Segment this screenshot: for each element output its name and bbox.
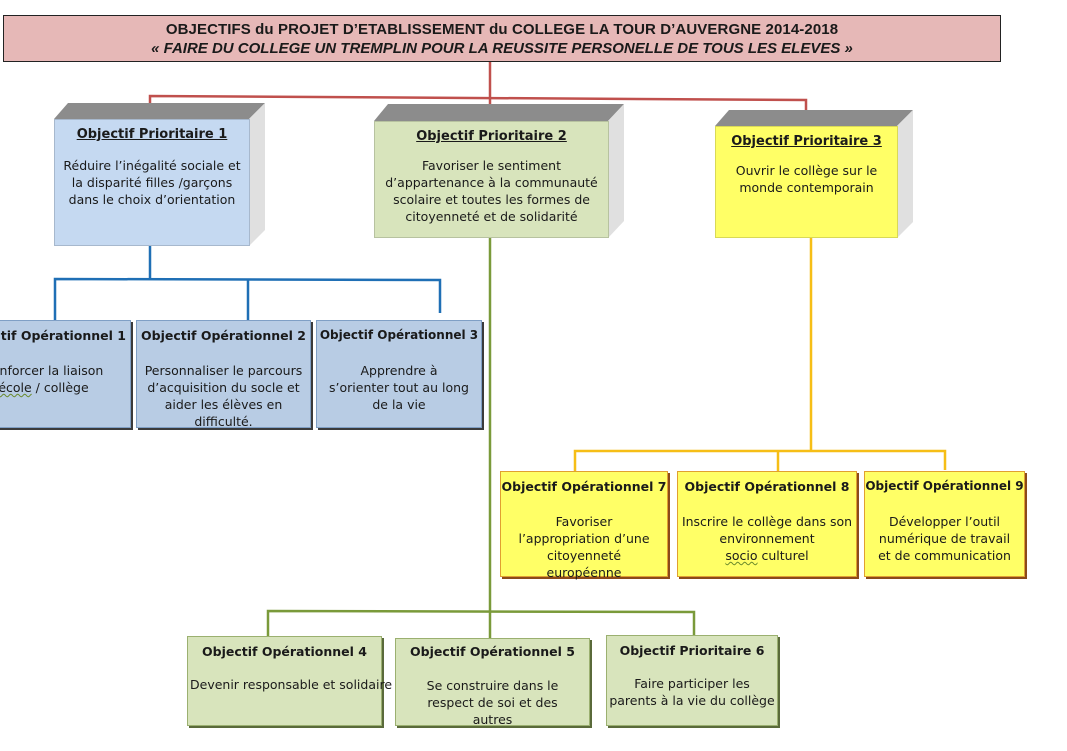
- operationnel-8-desc-line1: Inscrire le collège dans son environneme…: [681, 514, 853, 546]
- operationnel-7-desc: Favoriser l’appropriation d’une citoyenn…: [518, 514, 650, 580]
- prioritaire-6-desc: Faire participer les parents à la vie du…: [609, 676, 775, 708]
- box-3d-faces: [715, 110, 913, 238]
- objectif-operationnel-2: Objectif Opérationnel 2 Personnaliser le…: [136, 320, 311, 429]
- prioritaire-2-card: Objectif Prioritaire 2 Favoriser le sent…: [374, 121, 609, 238]
- yellow-connectors: [573, 236, 947, 471]
- objectif-operationnel-8: Objectif Opérationnel 8 Inscrire le coll…: [677, 471, 857, 577]
- objectif-operationnel-3: Objectif Opérationnel 3 Apprendre à s’or…: [316, 320, 482, 428]
- blue-connectors: [53, 246, 442, 320]
- operationnel-3-title: Objectif Opérationnel 3: [319, 328, 479, 342]
- connector-green-bar: [266, 609, 696, 636]
- prioritaire-1-card: Objectif Prioritaire 1 Réduire l’inégali…: [54, 119, 250, 246]
- diagram-header: OBJECTIFS du PROJET D’ETABLISSEMENT du C…: [3, 15, 1001, 62]
- objectif-operationnel-5: Objectif Opérationnel 5 Se construire da…: [395, 638, 590, 727]
- prioritaire-3-title: Objectif Prioritaire 3: [731, 134, 882, 149]
- operationnel-1-desc-college: / collège: [31, 380, 89, 395]
- box-3d-faces: [54, 103, 265, 246]
- operationnel-2-title: Objectif Opérationnel 2: [141, 328, 306, 343]
- objectif-operationnel-1: Objectif Opérationnel 1 Renforcer la lia…: [0, 320, 131, 428]
- operationnel-1-title: Objectif Opérationnel 1: [0, 328, 126, 343]
- objectif-prioritaire-3: Objectif Prioritaire 3 Ouvrir le collège…: [715, 110, 913, 238]
- prioritaire-3-desc: Ouvrir le collège sur le monde contempor…: [735, 163, 878, 195]
- operationnel-8-title: Objectif Opérationnel 8: [684, 479, 850, 494]
- operationnel-1-desc-line1: Renforcer la liaison: [0, 363, 104, 378]
- operationnel-8-desc-socio: socio: [725, 548, 758, 563]
- operationnel-2-desc: Personnaliser le parcours d’acquisition …: [144, 363, 303, 429]
- prioritaire-1-title: Objectif Prioritaire 1: [76, 127, 228, 142]
- diagram-subtitle: « FAIRE DU COLLEGE UN TREMPLIN POUR LA R…: [151, 40, 853, 57]
- operationnel-1-desc-ecole: école: [0, 380, 32, 395]
- operationnel-7-title: Objectif Opérationnel 7: [501, 479, 667, 494]
- objectif-operationnel-9: Objectif Opérationnel 9 Développer l’out…: [864, 471, 1025, 577]
- prioritaire-6-title: Objectif Prioritaire 6: [619, 643, 765, 658]
- operationnel-4-desc: Devenir responsable et solidaire: [190, 677, 393, 692]
- objectif-prioritaire-2: Objectif Prioritaire 2 Favoriser le sent…: [374, 104, 624, 238]
- objectif-prioritaire-1: Objectif Prioritaire 1 Réduire l’inégali…: [54, 103, 265, 246]
- objectif-operationnel-4: Objectif Opérationnel 4 Devenir responsa…: [187, 636, 393, 726]
- operationnel-8-desc-culturel: culturel: [757, 548, 809, 563]
- objectif-operationnel-7: Objectif Opérationnel 7 Favoriser l’appr…: [500, 471, 668, 580]
- operationnel-5-desc: Se construire dans le respect de soi et …: [426, 678, 559, 727]
- operationnel-4-title: Objectif Opérationnel 4: [202, 644, 367, 659]
- operationnel-3-desc: Apprendre à s’orienter tout au long de l…: [329, 363, 469, 412]
- prioritaire-2-title: Objectif Prioritaire 2: [416, 129, 567, 144]
- prioritaire-2-desc: Favoriser le sentiment d’appartenance à …: [385, 158, 598, 224]
- operationnel-9-desc: Développer l’outil numérique de travail …: [878, 514, 1011, 563]
- box-3d-faces: [374, 104, 624, 238]
- green-connectors: [266, 237, 696, 638]
- diagram-title: OBJECTIFS du PROJET D’ETABLISSEMENT du C…: [165, 21, 839, 38]
- operationnel-1-desc: Renforcer la liaison école / collège: [0, 362, 130, 396]
- objectif-prioritaire-6: Objectif Prioritaire 6 Faire participer …: [606, 635, 778, 726]
- operationnel-8-desc: Inscrire le collège dans son environneme…: [678, 513, 856, 564]
- operationnel-5-title: Objectif Opérationnel 5: [410, 644, 575, 659]
- prioritaire-1-desc: Réduire l’inégalité sociale et la dispar…: [63, 158, 241, 207]
- prioritaire-3-card: Objectif Prioritaire 3 Ouvrir le collège…: [715, 126, 898, 238]
- connector-yellow-bar: [573, 449, 947, 471]
- operationnel-9-title: Objectif Opérationnel 9: [865, 479, 1024, 493]
